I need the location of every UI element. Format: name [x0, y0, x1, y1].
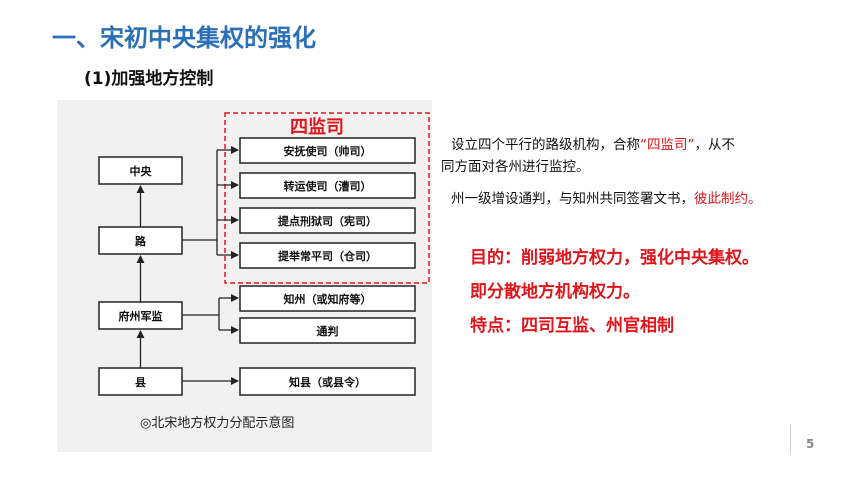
jiansi-dashed-frame	[224, 112, 430, 284]
node-zhongyang: 中央	[98, 156, 183, 185]
section-subtitle: (1)加强地方控制	[84, 69, 214, 89]
p2-text-before: 州一级增设通判，与知州共同签署文书，	[451, 191, 694, 207]
paragraph-tongpan: 州一级增设通判，与知州共同签署文书，彼此制约。	[441, 188, 856, 210]
p1-text-after: ，从不	[694, 137, 736, 153]
point-meaning: 即分散地方机构权力。	[470, 282, 640, 302]
p1-text-line2: 同方面对各州进行监控。	[441, 159, 590, 175]
p2-highlight: 彼此制约。	[694, 191, 762, 207]
node-fuzhoujunjian: 府州军监	[98, 301, 183, 330]
svg-text:知县（或县令）: 知县（或县令）	[288, 375, 366, 389]
node-caosi: 转运使司（漕司）	[239, 172, 416, 199]
diagram-caption: ◎北宋地方权力分配示意图	[140, 415, 294, 431]
connector-lu-to-jiansi	[182, 146, 239, 259]
svg-text:提举常平司（仓司）: 提举常平司（仓司）	[278, 249, 377, 263]
svg-text:中央: 中央	[130, 164, 153, 178]
svg-text:通判: 通判	[317, 324, 339, 338]
node-xian: 县	[98, 367, 183, 396]
point-feature: 特点：四司互监、州官相制	[470, 316, 674, 336]
svg-text:提点刑狱司（宪司）: 提点刑狱司（宪司）	[278, 214, 377, 228]
node-zhizhou: 知州（或知府等）	[239, 285, 416, 312]
svg-text:知州（或知府等）: 知州（或知府等）	[283, 292, 372, 306]
slide-title: 一、宋初中央集权的强化	[52, 24, 316, 52]
jiansi-label: 四监司	[290, 116, 344, 138]
page-number: 5	[806, 437, 815, 451]
node-shuaisi: 安抚使司（帅司）	[239, 137, 416, 164]
svg-text:安抚使司（帅司）: 安抚使司（帅司）	[284, 144, 372, 158]
svg-text:路: 路	[135, 234, 147, 248]
node-lu: 路	[98, 226, 183, 255]
node-tongpan: 通判	[239, 317, 416, 344]
power-distribution-diagram: 四监司 中央 路 府州军监 县 安抚使司（帅司） 转运使司（漕司） 提点刑狱司（…	[98, 112, 430, 431]
p1-text-before: 设立四个平行的路级机构，合称	[451, 137, 640, 153]
node-zhixian: 知县（或县令）	[239, 367, 416, 396]
p1-highlight: “四监司”	[640, 137, 695, 153]
connector-fu-to-officials	[182, 294, 239, 334]
svg-text:转运使司（漕司）: 转运使司（漕司）	[284, 179, 372, 193]
paragraph-jiansi: 设立四个平行的路级机构，合称“四监司”，从不 同方面对各州进行监控。	[441, 134, 856, 178]
page-number-divider	[790, 424, 791, 454]
svg-text:府州军监: 府州军监	[119, 309, 163, 323]
node-cangsi: 提举常平司（仓司）	[239, 242, 416, 269]
node-xiansi: 提点刑狱司（宪司）	[239, 207, 416, 234]
svg-text:县: 县	[135, 376, 146, 389]
point-purpose: 目的：削弱地方权力，强化中央集权。	[470, 248, 759, 268]
